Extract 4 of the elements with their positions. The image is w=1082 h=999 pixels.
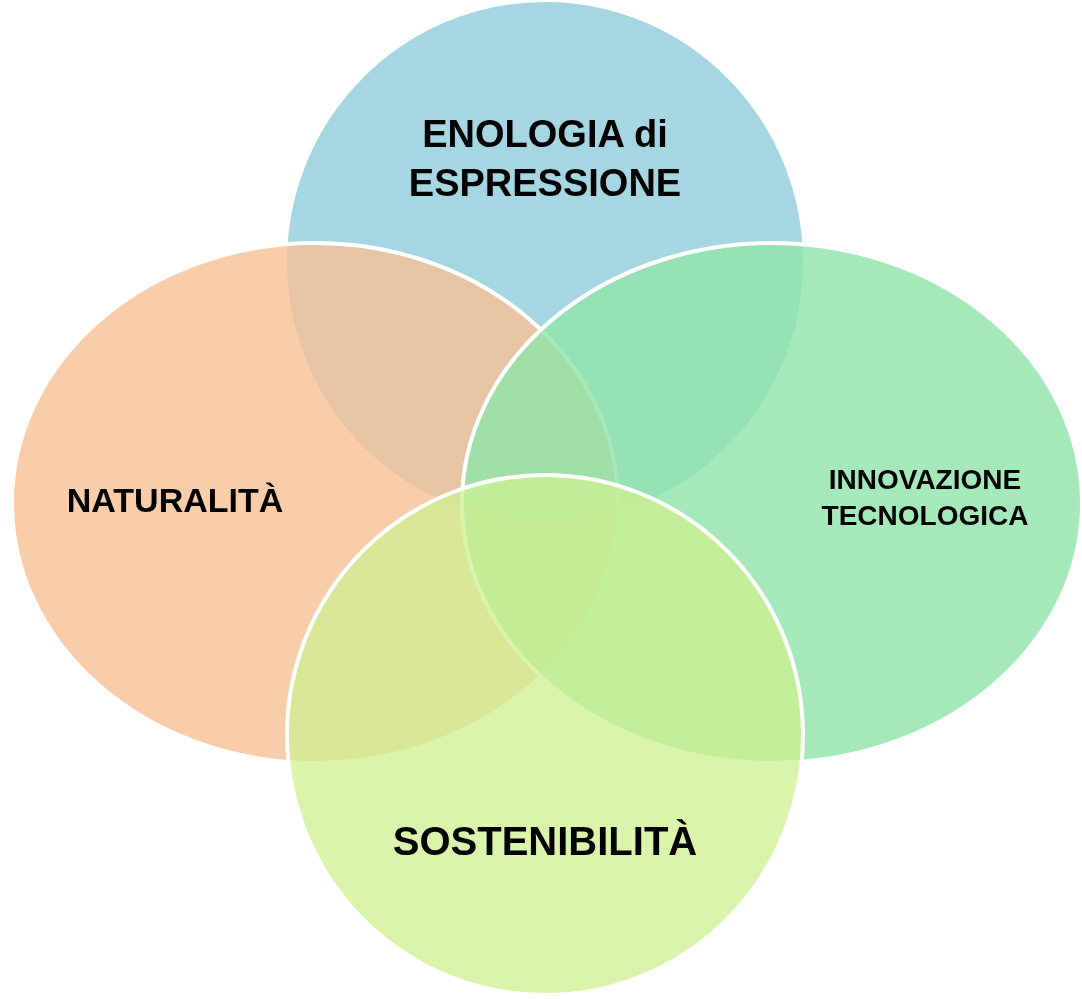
venn-label: INNOVAZIONE TECNOLOGICA	[820, 463, 1030, 534]
venn-label: ENOLOGIA di ESPRESSIONE	[407, 112, 683, 207]
venn-label: NATURALITÀ	[65, 480, 285, 521]
venn-label: SOSTENIBILITÀ	[391, 818, 699, 865]
